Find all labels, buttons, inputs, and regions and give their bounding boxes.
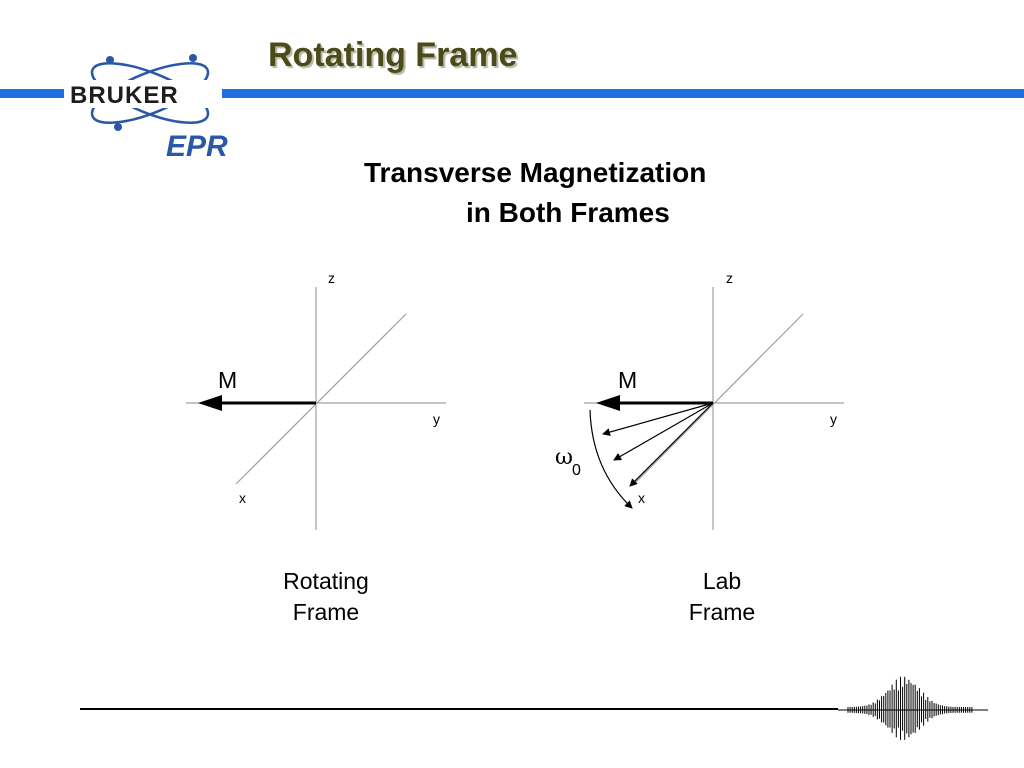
rotating-frame-diagram: z y x M xyxy=(186,270,446,530)
diagram-heading-line1: Transverse Magnetization xyxy=(364,157,707,188)
lab-precession-vector xyxy=(629,402,714,487)
rotating-x-axis xyxy=(235,313,407,485)
lab-frame-caption-line2: Frame xyxy=(688,599,756,625)
lab-rotation-arc-arrow xyxy=(589,409,633,509)
lab-frame-diagram: z y x M ω 0 xyxy=(555,270,844,530)
diagram-heading: Transverse Magnetization in Both Frames xyxy=(360,153,790,233)
rotating-z-label: z xyxy=(328,270,335,286)
logo-electron-dot xyxy=(189,54,197,62)
lab-y-label: y xyxy=(830,411,837,427)
rotating-vector-arrowhead xyxy=(198,395,222,411)
lab-x-axis xyxy=(633,313,804,485)
rotating-frame-caption: Rotating Frame xyxy=(226,566,426,628)
logo-electron-dot xyxy=(114,123,122,131)
logo-brand-text: BRUKER xyxy=(70,82,179,109)
lab-vector-label: M xyxy=(618,367,637,393)
lab-vector-arrowhead xyxy=(596,395,620,411)
fid-signal-icon xyxy=(838,676,988,740)
rotating-y-label: y xyxy=(433,411,440,427)
logo-electron-dot xyxy=(106,56,114,64)
lab-x-label: x xyxy=(638,490,645,506)
logo-text-backdrop xyxy=(64,80,222,108)
rotating-x-label: x xyxy=(239,490,246,506)
signal-waveform xyxy=(847,676,973,740)
lab-precession-vector xyxy=(613,402,714,461)
lab-z-label: z xyxy=(726,270,733,286)
lab-omega-subscript: 0 xyxy=(572,462,581,479)
header-accent-bar-right xyxy=(222,89,1024,98)
footer-rule xyxy=(80,708,838,710)
rotating-vector-label: M xyxy=(218,367,237,393)
logo-product-text: EPR xyxy=(166,130,228,163)
lab-frame-caption-line1: Lab xyxy=(702,568,742,594)
diagram-heading-line2: in Both Frames xyxy=(466,197,670,228)
page-title: Rotating Frame xyxy=(268,36,518,74)
rotating-frame-caption-line2: Frame xyxy=(292,599,360,625)
bruker-atom-logo-icon xyxy=(90,62,210,124)
lab-precession-vector xyxy=(602,402,714,436)
lab-omega-symbol: ω xyxy=(555,445,573,470)
rotating-frame-caption-line1: Rotating xyxy=(283,568,369,594)
bruker-logo: BRUKER EPR xyxy=(64,54,228,163)
header-accent-bar-left xyxy=(0,89,64,98)
lab-frame-caption: Lab Frame xyxy=(622,566,822,628)
